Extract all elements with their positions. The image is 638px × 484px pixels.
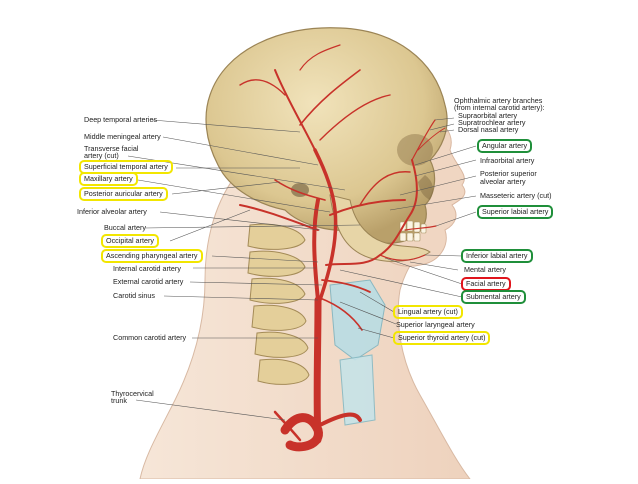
label-thyrocervical: Thyrocervical (111, 389, 154, 398)
label-transverse-facial-cut: artery (cut) (84, 151, 119, 160)
label-infraorbital: Infraorbital artery (480, 156, 535, 165)
label-transverse-facial: Transverse facial (84, 144, 139, 153)
label-superficial-temporal: Superficial temporal artery (79, 160, 173, 174)
label-internal-carotid: Internal carotid artery (113, 264, 181, 273)
label-thyrocervical-trunk: trunk (111, 396, 127, 405)
label-carotid-sinus: Carotid sinus (113, 291, 155, 300)
label-submental: Submental artery (461, 290, 526, 304)
larynx-trachea (329, 279, 386, 426)
label-deep-temporal: Deep temporal arteries (84, 115, 158, 124)
orbit (397, 134, 433, 166)
label-mental: Mental artery (464, 265, 506, 274)
label-ophthalmic-from-ica: (from internal carotid artery): (454, 103, 545, 112)
label-facial: Facial artery (461, 277, 511, 291)
label-middle-meningeal: Middle meningeal artery (84, 132, 161, 141)
label-superior-laryngeal: Superior laryngeal artery (396, 320, 475, 329)
label-posterior-auricular: Posterior auricular artery (79, 187, 168, 201)
label-maxillary: Maxillary artery (79, 172, 138, 186)
label-inferior-labial: Inferior labial artery (461, 249, 533, 263)
label-angular: Angular artery (476, 139, 533, 153)
label-masseteric: Masseteric artery (cut) (480, 191, 552, 200)
label-supraorbital: Supraorbital artery (458, 111, 518, 120)
label-superior-thyroid: Superior thyroid artery (cut) (392, 331, 491, 345)
label-inferior-alveolar: Inferior alveolar artery (77, 207, 147, 216)
label-lingual: Lingual artery (cut) (393, 305, 463, 319)
label-dorsal-nasal: Dorsal nasal artery (458, 125, 519, 134)
nasal-cavity (418, 175, 434, 200)
label-ophthalmic-branches: Ophthalmic artery branches (454, 96, 543, 105)
label-occipital: Occipital artery (101, 234, 159, 248)
label-external-carotid: External carotid artery (113, 277, 184, 286)
label-posterior-superior-alveolar: alveolar artery (480, 177, 526, 186)
mandible (329, 194, 431, 262)
label-common-carotid: Common carotid artery (113, 333, 187, 342)
arteries (239, 44, 446, 452)
leader-lines (127, 117, 477, 421)
label-superior-labial: Superior labial artery (476, 205, 554, 219)
label-posterior-superior: Posterior superior (480, 169, 537, 178)
label-supratrochlear: Supratrochlear artery (458, 118, 526, 127)
label-buccal: Buccal artery (104, 223, 146, 232)
label-ascending-pharyngeal: Ascending pharyngeal artery (101, 249, 203, 263)
